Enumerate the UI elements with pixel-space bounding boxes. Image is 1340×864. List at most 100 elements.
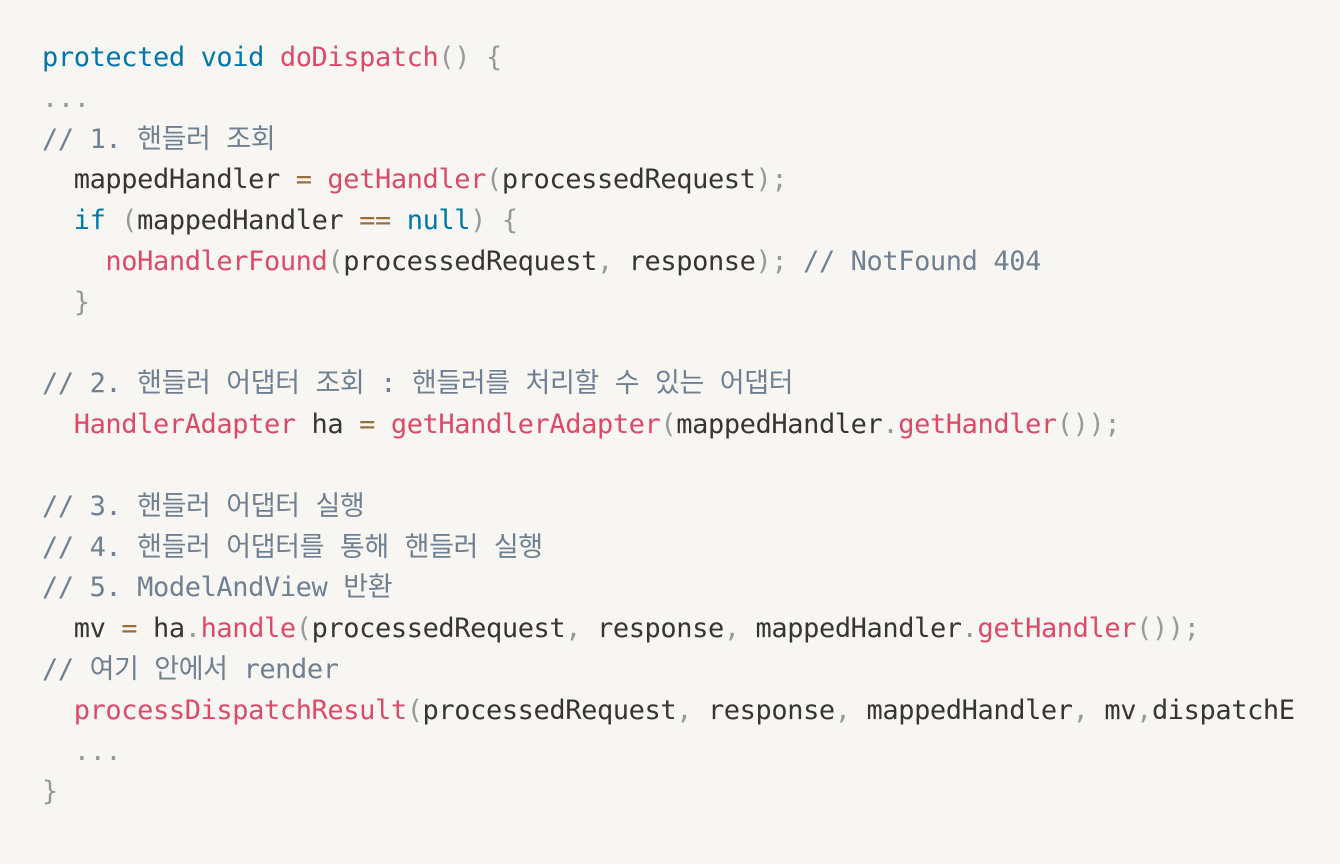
- code-token-keyword: void: [200, 42, 265, 73]
- code-token-operator: =: [359, 409, 375, 441]
- code-token-keyword: null: [406, 205, 471, 237]
- code-token-punctuation: ,: [1136, 694, 1152, 726]
- code-line: HandlerAdapter ha = getHandlerAdapter(ma…: [42, 405, 1295, 446]
- code-token-function-name: getHandlerAdapter: [390, 409, 661, 441]
- code-token-function-name: processDispatchResult: [73, 694, 407, 726]
- code-token-identifier: mv: [1088, 694, 1137, 726]
- code-token-punctuation: (: [295, 613, 312, 645]
- code-token-punctuation: ,: [723, 613, 740, 645]
- code-token-identifier: [42, 246, 105, 277]
- code-token-comment: // 4. 핸들러 어댑터를 통해 핸들러 실행: [42, 531, 543, 563]
- code-token-function-name: handle: [200, 613, 297, 645]
- code-token-comment: // 3. 핸들러 어댑터 실행: [42, 490, 365, 522]
- code-token-comment: // NotFound 404: [803, 245, 1041, 277]
- code-token-punctuation: {: [501, 205, 518, 237]
- code-token-identifier: mappedHandler: [137, 205, 360, 237]
- code-token-punctuation: (): [438, 42, 471, 73]
- code-token-punctuation: }: [73, 286, 90, 318]
- code-token-identifier: [470, 42, 486, 73]
- code-token-identifier: [264, 42, 280, 73]
- code-line: // 2. 핸들러 어댑터 조회 : 핸들러를 처리할 수 있는 어댑터: [42, 364, 1295, 405]
- code-token-identifier: [42, 287, 74, 318]
- code-token-identifier: [312, 164, 328, 195]
- code-token-punctuation: .: [184, 613, 201, 645]
- code-token-punctuation: ,: [834, 694, 851, 726]
- code-token-punctuation: (: [660, 409, 677, 441]
- code-token-punctuation: ());: [1056, 409, 1121, 441]
- code-token-identifier: ha: [137, 613, 185, 645]
- code-token-identifier: [486, 205, 502, 236]
- code-line: noHandlerFound(processedRequest, respons…: [42, 242, 1295, 283]
- code-token-punctuation: ): [470, 205, 486, 237]
- code-token-identifier: response: [692, 694, 835, 726]
- code-line: protected void doDispatch() {: [42, 38, 1295, 79]
- code-line: // 3. 핸들러 어댑터 실행: [42, 487, 1295, 528]
- code-token-identifier: processedRequest: [343, 245, 597, 277]
- code-line: }: [42, 283, 1295, 324]
- code-line: // 여기 안에서 render: [42, 650, 1295, 691]
- code-token-function-name: getHandler: [327, 164, 486, 196]
- code-token-identifier: [105, 205, 121, 236]
- code-token-function-name: doDispatch: [279, 42, 439, 73]
- code-token-punctuation: (: [485, 164, 502, 196]
- code-line: [42, 446, 1295, 487]
- code-line: // 5. ModelAndView 반환: [42, 568, 1295, 609]
- code-token-identifier: mv: [42, 613, 122, 645]
- code-line: }: [42, 772, 1295, 813]
- code-token-comment: // 1. 핸들러 조회: [42, 123, 276, 155]
- code-token-identifier: [391, 205, 407, 236]
- code-line: // 4. 핸들러 어댑터를 통해 핸들러 실행: [42, 528, 1295, 569]
- code-token-punctuation: );: [755, 164, 788, 196]
- code-token-identifier: response: [581, 613, 724, 645]
- code-line: // 1. 핸들러 조회: [42, 120, 1295, 161]
- code-line: [42, 324, 1295, 365]
- code-token-identifier: [787, 246, 803, 277]
- code-token-identifier: mappedHandler: [42, 164, 296, 196]
- code-content[interactable]: protected void doDispatch() {...// 1. 핸들…: [42, 38, 1295, 813]
- code-line: ...: [42, 79, 1295, 120]
- code-token-keyword: if: [73, 205, 106, 237]
- code-token-function-name: noHandlerFound: [105, 245, 328, 277]
- code-token-identifier: mappedHandler: [676, 409, 883, 441]
- code-token-identifier: [375, 409, 391, 440]
- code-token-comment: // 5. ModelAndView 반환: [42, 572, 393, 604]
- code-token-punctuation: ());: [1136, 613, 1200, 645]
- code-token-punctuation: (: [327, 245, 344, 277]
- code-token-identifier: mappedHandler: [739, 613, 963, 645]
- code-token-punctuation: ...: [42, 82, 90, 114]
- code-token-punctuation: (: [121, 205, 138, 237]
- code-token-punctuation: {: [485, 42, 502, 73]
- code-token-identifier: dispatchE: [1151, 694, 1295, 726]
- code-token-operator: =: [295, 164, 312, 196]
- code-token-function-name: getHandler: [977, 613, 1137, 645]
- code-token-punctuation: );: [755, 245, 788, 277]
- code-token-punctuation: ...: [73, 735, 122, 767]
- code-line: ...: [42, 732, 1295, 773]
- code-line: mappedHandler = getHandler(processedRequ…: [42, 160, 1295, 201]
- code-token-identifier: [185, 42, 201, 73]
- code-line: mv = ha.handle(processedRequest, respons…: [42, 609, 1295, 650]
- code-token-identifier: processedRequest: [501, 164, 756, 196]
- code-token-identifier: [42, 695, 74, 726]
- code-token-operator: ==: [359, 205, 391, 237]
- code-token-keyword: protected: [42, 42, 185, 73]
- code-token-operator: =: [121, 613, 138, 645]
- code-token-identifier: [42, 205, 74, 236]
- code-token-punctuation: .: [882, 409, 899, 441]
- code-token-identifier: processedRequest: [311, 613, 566, 645]
- code-token-identifier: ha: [295, 409, 360, 441]
- code-token-function-name: HandlerAdapter: [73, 409, 296, 441]
- code-token-punctuation: ,: [676, 694, 693, 726]
- code-token-punctuation: (: [406, 694, 423, 726]
- code-token-comment: // 여기 안에서 render: [42, 653, 339, 685]
- code-line: if (mappedHandler == null) {: [42, 201, 1295, 242]
- code-token-comment: // 2. 핸들러 어댑터 조회 : 핸들러를 처리할 수 있는 어댑터: [42, 368, 794, 400]
- code-token-punctuation: .: [961, 613, 978, 645]
- code-token-punctuation: ,: [596, 245, 613, 277]
- code-token-punctuation: ,: [1072, 694, 1089, 726]
- code-token-identifier: mappedHandler: [850, 694, 1074, 726]
- code-token-punctuation: }: [42, 776, 58, 808]
- code-token-punctuation: ,: [565, 613, 582, 645]
- code-token-function-name: getHandler: [898, 409, 1057, 441]
